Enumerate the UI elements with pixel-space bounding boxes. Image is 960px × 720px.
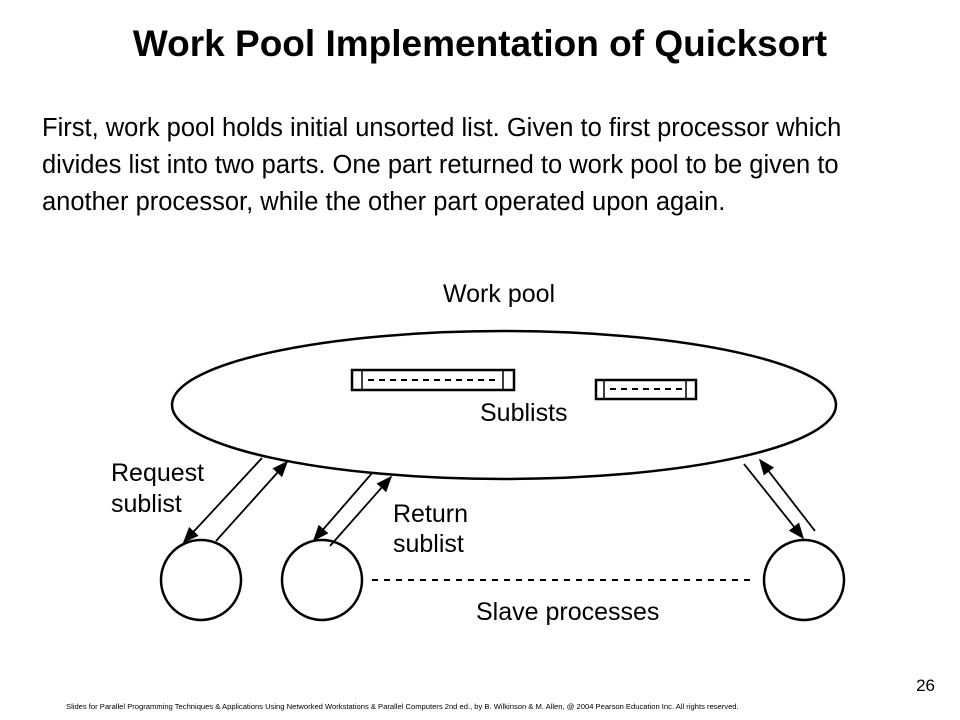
slave-process-1 <box>159 538 243 622</box>
sublist-box-large <box>350 368 516 392</box>
slave-processes-label: Slave processes <box>476 598 659 626</box>
return-sublist-label: Return sublist <box>393 500 468 558</box>
request-label-line1: Request <box>111 459 204 487</box>
arrow-pair-right <box>743 458 816 540</box>
slave-process-n <box>762 538 846 622</box>
work-pool-ellipse <box>170 329 838 481</box>
slide-number: 26 <box>916 676 935 695</box>
slide-body-text: First, work pool holds initial unsorted … <box>42 114 842 216</box>
return-label-line1: Return <box>393 500 468 528</box>
request-label-line2: sublist <box>111 490 182 518</box>
arrow-pair-middle <box>312 471 393 547</box>
sublists-label: Sublists <box>480 399 568 427</box>
work-pool-label: Work pool <box>443 280 555 308</box>
arrow-pair-left <box>182 457 289 544</box>
return-label-line2: sublist <box>393 530 464 558</box>
sublist-box-small <box>594 378 698 401</box>
request-sublist-label: Request sublist <box>111 459 204 518</box>
slide-title: Work Pool Implementation of Quicksort <box>132 23 828 64</box>
slide-footer: Slides for Parallel Programming Techniqu… <box>66 702 739 711</box>
slave-process-2 <box>280 538 364 622</box>
